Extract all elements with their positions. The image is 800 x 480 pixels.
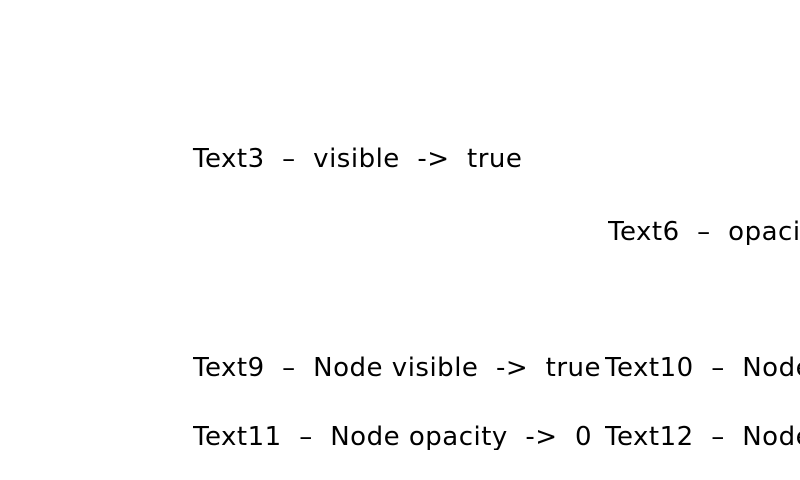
- label-text3: Text3 – visible -> true: [193, 144, 523, 174]
- label-text11: Text11 – Node opacity -> 0: [193, 424, 593, 450]
- label-text10: Text10 – Node: [605, 355, 800, 381]
- label-text6: Text6 – opacity: [608, 219, 800, 245]
- label-text12: Text12 – Node: [605, 424, 800, 450]
- label-text9: Text9 – Node visible -> true: [193, 355, 601, 381]
